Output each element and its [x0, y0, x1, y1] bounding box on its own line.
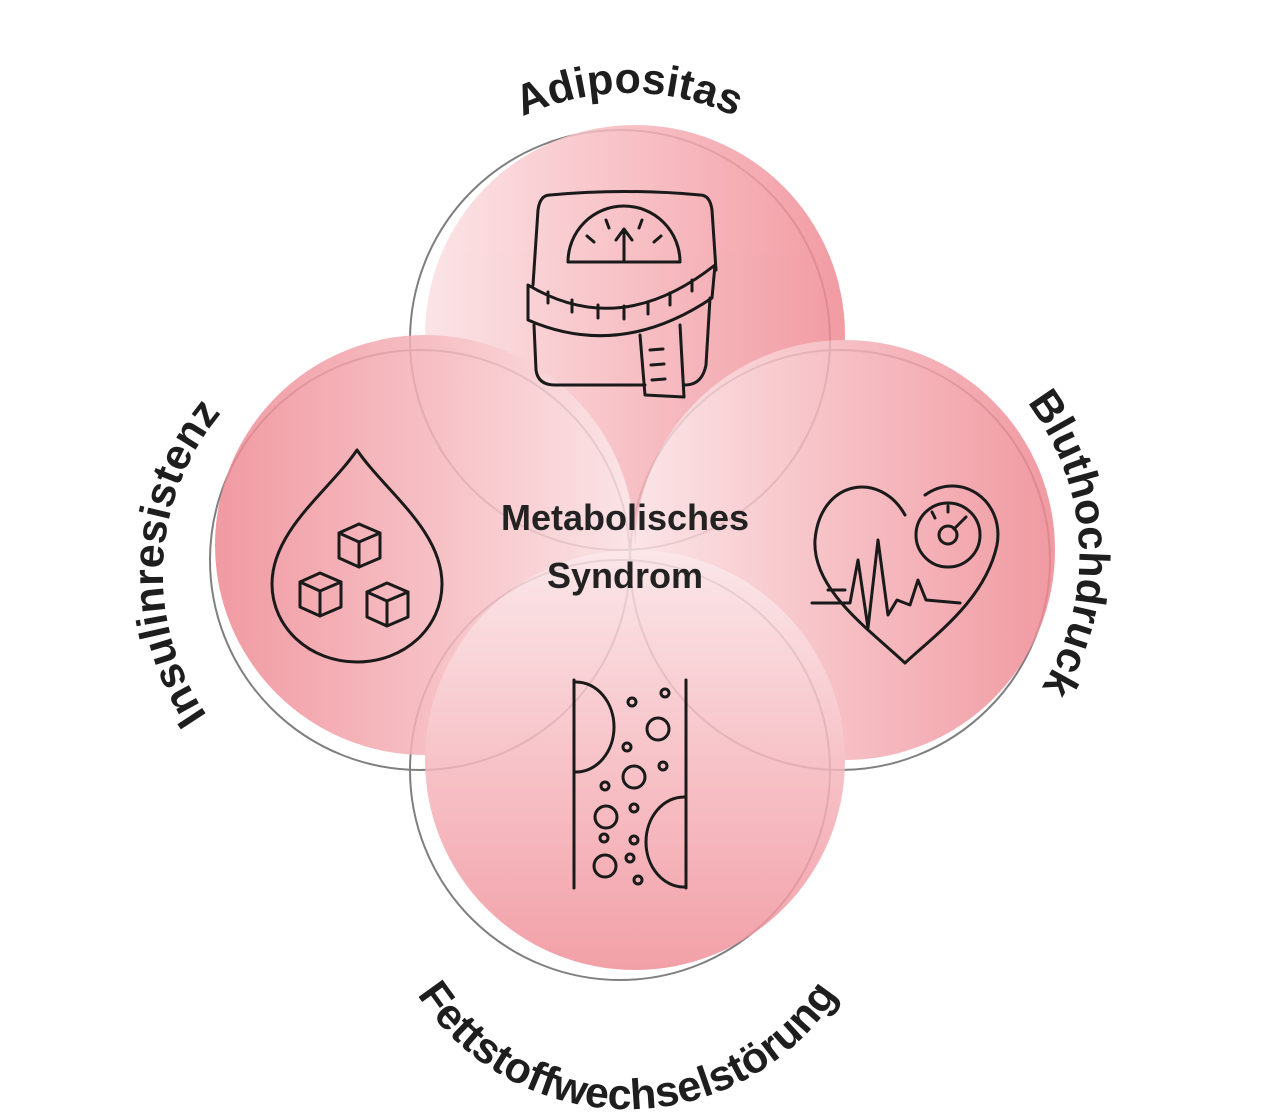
blood-drop-sugar-cubes-icon	[270, 448, 444, 664]
center-label-line2: Syndrom	[547, 555, 703, 596]
scale-measuring-tape-icon	[526, 190, 718, 399]
heart-pulse-gauge-icon	[810, 484, 1000, 665]
circle-fettstoffwechselstoerung	[425, 550, 845, 970]
label-fettstoffwechselstoerung: Fettstoffwechselstörung	[409, 972, 846, 1119]
label-insulinresistenz: Insulinresistenz	[125, 390, 229, 737]
label-adipositas: Adipositas	[508, 55, 750, 126]
center-label-line1: Metabolisches	[501, 497, 749, 538]
blood-vessel-lipids-icon	[572, 678, 688, 890]
filled-circles	[215, 125, 1055, 970]
